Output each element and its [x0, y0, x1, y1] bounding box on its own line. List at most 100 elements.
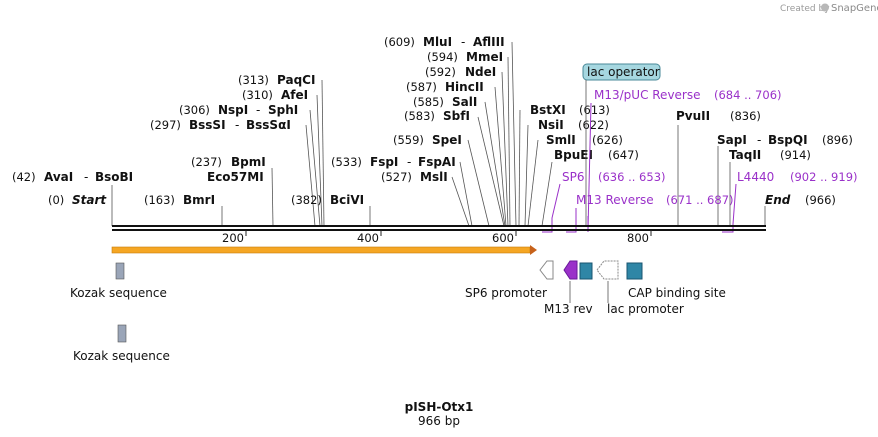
site-533-pos: (533) — [331, 155, 362, 169]
site-896-dash: - — [757, 133, 761, 147]
plasmid-name: pISH-Otx1 — [405, 400, 474, 414]
site-306-dash: - — [256, 103, 260, 117]
site-306-name: NspI — [218, 103, 248, 117]
site-914-pos: (914) — [780, 148, 811, 162]
kozak-box-1 — [115, 262, 125, 280]
site-583-pos: (583) — [404, 109, 435, 123]
site-609-name2: AflIII — [473, 35, 505, 49]
cap-binding-site-icon — [626, 262, 643, 280]
site-587-name: HincII — [445, 80, 484, 94]
enzyme-labels-left: (313) PaqCI (310) AfeI (306) NspI - SphI… — [12, 73, 364, 207]
site-622-name: NsiI — [538, 118, 564, 132]
site-533-name: FspI — [370, 155, 398, 169]
l4440-name: L4440 — [737, 170, 774, 184]
lac-operator-feature-icon — [579, 262, 593, 280]
site-647-name: BpuEI — [554, 148, 593, 162]
site-594-name: MmeI — [466, 50, 503, 64]
kozak-label-2: Kozak sequence — [73, 349, 170, 363]
site-237-pos: (237) — [191, 155, 222, 169]
site-297-dash: - — [235, 118, 239, 132]
site-613-pos: (613) — [579, 103, 610, 117]
snapgene-logo-icon — [821, 3, 829, 12]
enzyme-labels-top: (609) MluI - AflIII (594) MmeI (592) Nde… — [331, 35, 505, 184]
axis-tick-800: 800 — [627, 231, 649, 245]
site-609-dash: - — [461, 35, 465, 49]
site-609-pos: (609) — [384, 35, 415, 49]
lac-operator-label: lac operator — [587, 65, 660, 79]
site-297-pos: (297) — [150, 118, 181, 132]
m13rev-name: M13 Reverse — [576, 193, 654, 207]
axis-tick-600: 600 — [492, 231, 514, 245]
site-592-name: NdeI — [465, 65, 496, 79]
site-896-name2: BspQI — [768, 133, 808, 147]
orf-bar — [111, 246, 531, 254]
site-313-pos: (313) — [238, 73, 269, 87]
axis-tick-200: 200 — [222, 231, 244, 245]
site-163-pos: (163) — [144, 193, 175, 207]
site-609-name: MluI — [423, 35, 452, 49]
site-585-name: SalI — [452, 95, 477, 109]
site-647-pos: (647) — [608, 148, 639, 162]
site-626-pos: (626) — [592, 133, 623, 147]
kozak-label-1: Kozak sequence — [70, 286, 167, 300]
site-42-name2: BsoBI — [95, 170, 133, 184]
kozak-box-2 — [117, 324, 127, 343]
cap-binding-site-label: CAP binding site — [628, 286, 726, 300]
credit-prefix: Created by — [780, 4, 830, 14]
site-966-name: End — [765, 193, 791, 207]
site-622-pos: (622) — [578, 118, 609, 132]
features: Kozak sequence Kozak sequence SP6 promot… — [70, 260, 726, 363]
sp6-range: (636 .. 653) — [598, 170, 666, 184]
site-966-pos: (966) — [805, 193, 836, 207]
l4440-range: (902 .. 919) — [790, 170, 858, 184]
credit-brand: SnapGene — [831, 3, 878, 14]
primer-annotations: lac operator M13/pUC Reverse (684 .. 706… — [542, 63, 858, 233]
site-896-pos: (896) — [822, 133, 853, 147]
site-163-name: BmrI — [183, 193, 215, 207]
backbone: 200 400 600 800 — [112, 225, 766, 245]
sp6-name: SP6 — [562, 170, 585, 184]
site-237-name-b: Eco57MI — [207, 170, 264, 184]
sp6-promoter-icon — [539, 260, 554, 280]
site-310-name: AfeI — [281, 88, 308, 102]
orf-arrow — [111, 245, 537, 255]
site-533-name2: FspAI — [418, 155, 456, 169]
m13puc-range: (684 .. 706) — [714, 88, 782, 102]
site-313-name: PaqCI — [277, 73, 315, 87]
orf-arrowhead — [530, 245, 537, 255]
site-306-name2: SphI — [268, 103, 298, 117]
m13-rev-icon — [563, 260, 578, 280]
plasmid-length: 966 bp — [418, 414, 460, 428]
lac-promoter-icon — [596, 260, 619, 280]
sp6-promoter-label: SP6 promoter — [465, 286, 547, 300]
site-42-dash: - — [84, 170, 88, 184]
m13-rev-label: M13 rev — [544, 302, 593, 316]
m13puc-name: M13/pUC Reverse — [594, 88, 701, 102]
axis-tick-400: 400 — [357, 231, 379, 245]
m13rev-range: (671 .. 687) — [666, 193, 734, 207]
enzyme-labels-right: BstXI (613) NsiI (622) SmlI (626) BpuEI … — [530, 103, 853, 207]
site-42-pos: (42) — [12, 170, 36, 184]
site-587-pos: (587) — [406, 80, 437, 94]
site-237-name: BpmI — [231, 155, 266, 169]
lac-promoter-label: lac promoter — [607, 302, 684, 316]
site-836-name: PvuII — [676, 109, 710, 123]
site-527-name: MslI — [420, 170, 448, 184]
site-592-pos: (592) — [425, 65, 456, 79]
site-297-name: BssSI — [189, 118, 226, 132]
site-306-pos: (306) — [179, 103, 210, 117]
site-583-name: SbfI — [443, 109, 470, 123]
site-382-pos: (382) — [291, 193, 322, 207]
site-626-name: SmlI — [546, 133, 576, 147]
site-connectors — [111, 41, 766, 227]
site-0-name: Start — [72, 193, 107, 207]
site-559-name: SpeI — [432, 133, 462, 147]
site-527-pos: (527) — [381, 170, 412, 184]
site-896-name: SapI — [717, 133, 747, 147]
site-0-pos: (0) — [48, 193, 64, 207]
site-297-name2: BssSαI — [246, 118, 291, 132]
site-310-pos: (310) — [242, 88, 273, 102]
site-42-name: AvaI — [44, 170, 73, 184]
site-914-name: TaqII — [729, 148, 761, 162]
